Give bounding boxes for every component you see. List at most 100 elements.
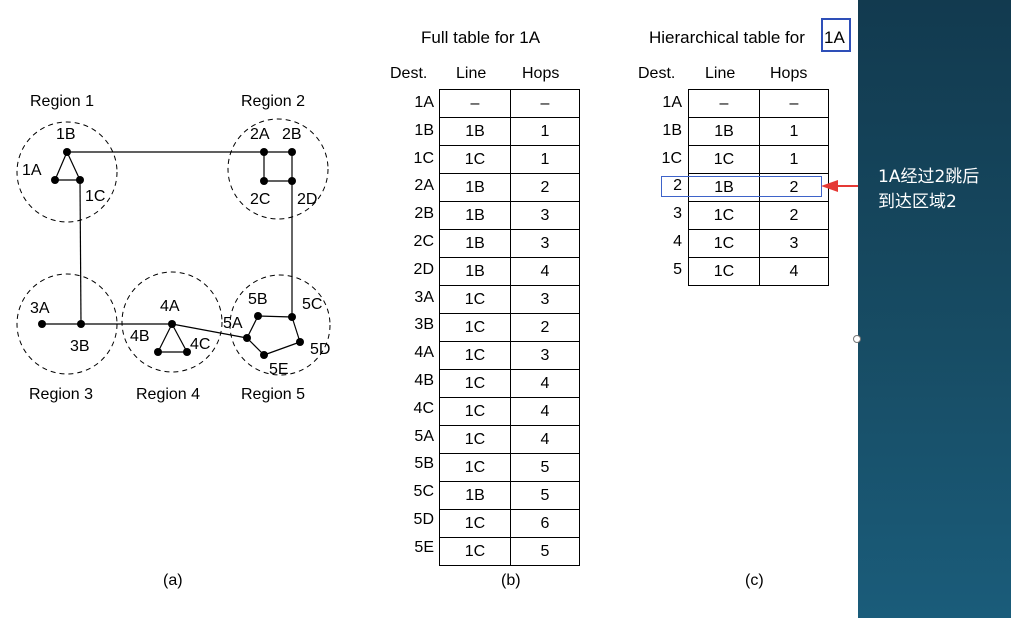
hops-cell: – bbox=[759, 89, 829, 118]
node-label: 5C bbox=[302, 296, 322, 313]
node-label: 4B bbox=[130, 328, 150, 345]
slide: Region 1 Region 2 Region 3 Region 4 Regi… bbox=[16, 18, 858, 589]
hops-cell: 2 bbox=[510, 173, 580, 202]
hops-cell: 5 bbox=[510, 537, 580, 566]
hier-hops-header: Hops bbox=[770, 65, 808, 82]
hops-cell: 6 bbox=[510, 509, 580, 538]
dest-label: 4C bbox=[413, 399, 434, 417]
dest-label: 3B bbox=[414, 316, 434, 334]
node-label: 4C bbox=[190, 336, 210, 353]
node-label: 2B bbox=[282, 126, 302, 143]
caption-a: (a) bbox=[163, 572, 183, 589]
region-label: Region 3 bbox=[29, 386, 93, 403]
line-cell: 1C bbox=[439, 509, 511, 538]
dest-label: 5 bbox=[673, 260, 682, 278]
full-table-title: Full table for 1A bbox=[421, 28, 541, 47]
node-label: 2C bbox=[250, 191, 270, 208]
node-1c bbox=[76, 176, 84, 184]
line-cell: 1C bbox=[439, 369, 511, 398]
dest-label: 3A bbox=[414, 288, 434, 306]
node-1a bbox=[51, 176, 59, 184]
dest-label: 5E bbox=[414, 538, 434, 556]
node-5e bbox=[260, 351, 268, 359]
line-cell: 1C bbox=[439, 145, 511, 174]
region-label: Region 5 bbox=[241, 386, 305, 403]
node-label: 5E bbox=[269, 361, 289, 378]
node-2a bbox=[260, 148, 268, 156]
resize-handle[interactable] bbox=[853, 335, 861, 343]
network-diagram: Region 1 Region 2 Region 3 Region 4 Regi… bbox=[16, 93, 331, 403]
hops-cell: 2 bbox=[759, 201, 829, 230]
dest-label: 1C bbox=[413, 149, 434, 167]
line-cell: 1B bbox=[439, 173, 511, 202]
hops-cell: 1 bbox=[510, 145, 580, 174]
node-3a bbox=[38, 320, 46, 328]
region-1-circle bbox=[16, 121, 118, 223]
side-panel bbox=[858, 0, 1011, 618]
table-row: –– bbox=[688, 89, 829, 118]
dest-label: 1A bbox=[414, 94, 434, 111]
line-cell: 1B bbox=[439, 201, 511, 230]
node-5a bbox=[243, 334, 251, 342]
line-cell: 1C bbox=[688, 201, 760, 230]
dest-label: 1B bbox=[662, 121, 682, 139]
dest-label: 5B bbox=[414, 455, 434, 473]
line-cell: 1C bbox=[439, 425, 511, 454]
node-4a bbox=[168, 320, 176, 328]
full-hops-header: Hops bbox=[522, 65, 560, 82]
hops-cell: 4 bbox=[510, 397, 580, 426]
node-5c bbox=[288, 313, 296, 321]
dest-label: 2B bbox=[414, 205, 434, 223]
line-cell: 1C bbox=[439, 397, 511, 426]
hops-cell: 4 bbox=[510, 425, 580, 454]
hops-cell: – bbox=[510, 89, 580, 118]
dest-label: 4B bbox=[414, 372, 434, 389]
highlight-row-box bbox=[661, 176, 822, 197]
hier-dest-header: Dest. bbox=[638, 65, 676, 82]
hops-cell: 1 bbox=[759, 117, 829, 146]
line-cell: 1B bbox=[439, 117, 511, 146]
hops-cell: 3 bbox=[510, 201, 580, 230]
hops-cell: 3 bbox=[510, 285, 580, 314]
dest-label: 2C bbox=[413, 233, 434, 250]
hops-cell: 4 bbox=[510, 257, 580, 286]
annotation-line-1: 1A经过2跳后 bbox=[878, 167, 980, 187]
dest-label: 1A bbox=[662, 94, 682, 111]
hops-cell: 3 bbox=[510, 341, 580, 370]
dest-label: 2D bbox=[413, 260, 434, 278]
region-5-circle bbox=[229, 274, 331, 376]
dest-label: 5C bbox=[413, 483, 434, 501]
line-cell: 1B bbox=[439, 257, 511, 286]
line-cell: 1B bbox=[688, 117, 760, 146]
node-label: 1C bbox=[85, 188, 105, 205]
dest-label: 4A bbox=[414, 344, 434, 362]
annotation-line-2: 到达区域2 bbox=[878, 192, 957, 212]
hops-cell: 4 bbox=[510, 369, 580, 398]
hier-title-highlight: 1A bbox=[824, 28, 845, 47]
node-label: 1B bbox=[56, 126, 76, 143]
full-dest-header: Dest. bbox=[390, 65, 428, 82]
dest-label: 4 bbox=[673, 233, 682, 250]
dest-label: 2 bbox=[673, 177, 682, 195]
node-label: 4A bbox=[160, 298, 180, 315]
node-label: 2D bbox=[297, 191, 317, 208]
node-2b bbox=[288, 148, 296, 156]
hier-title-highlight-box bbox=[821, 18, 851, 52]
node-4c bbox=[183, 348, 191, 356]
node-2c bbox=[260, 177, 268, 185]
region-4-circle bbox=[121, 271, 223, 373]
node-4b bbox=[154, 348, 162, 356]
dest-label: 2A bbox=[414, 177, 434, 195]
